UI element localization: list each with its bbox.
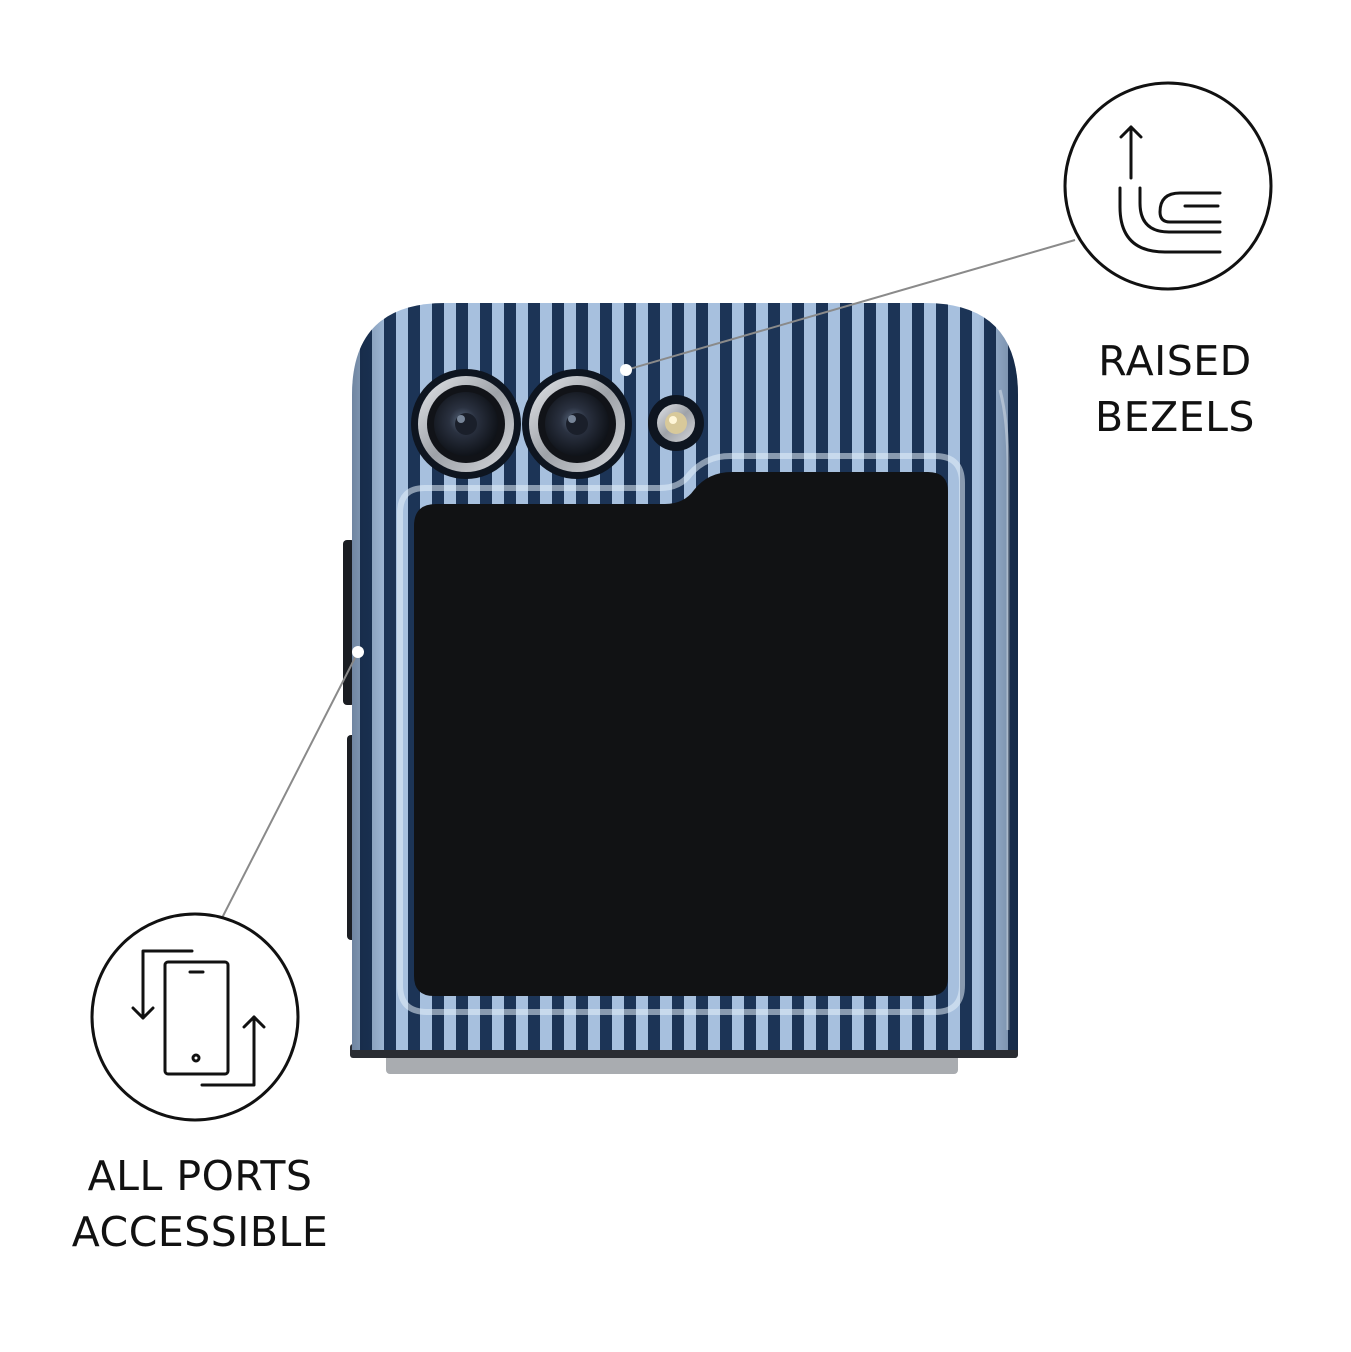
leader-dot-raised-bezels (620, 364, 632, 376)
all-ports-label: ALL PORTS ACCESSIBLE (30, 1148, 370, 1260)
cover-screen (414, 472, 948, 996)
raised-bezel (397, 453, 965, 1015)
all-ports-label-line-2: ACCESSIBLE (71, 1208, 329, 1256)
camera-lens-2 (522, 369, 632, 479)
all-ports-label-line-1: ALL PORTS (87, 1152, 313, 1200)
phone-ports-icon (90, 912, 300, 1122)
camera-flash (648, 395, 704, 451)
raised-bezels-label-line-2: BEZELS (1095, 393, 1255, 441)
leader-dot-ports (352, 646, 364, 658)
case-highlight (998, 389, 1010, 1030)
raised-bezels-label: RAISED BEZELS (1055, 333, 1295, 445)
camera-lens-1 (411, 369, 521, 479)
raised-bezels-label-line-1: RAISED (1098, 337, 1252, 385)
raised-bezel-icon (1063, 81, 1273, 291)
leader-line-ports (221, 651, 359, 919)
leader-line-raised-bezels (625, 239, 1076, 371)
